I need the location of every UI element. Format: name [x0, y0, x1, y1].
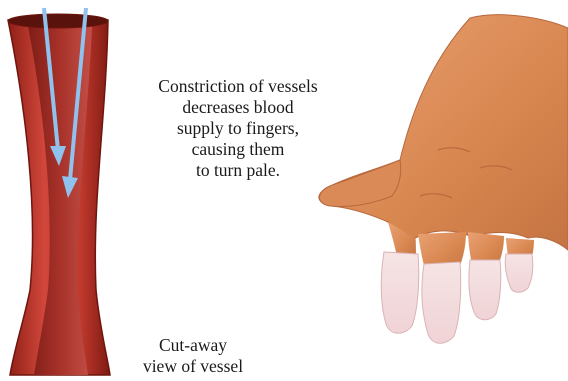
pale-fingertip-little — [505, 254, 533, 292]
vessel-label-line: Cut-away — [118, 335, 268, 356]
caption-line: causing them — [118, 139, 358, 160]
caption-line: to turn pale. — [118, 160, 358, 181]
pale-fingertip-ring — [469, 260, 501, 320]
constriction-caption: Constriction of vessels decreases blood … — [118, 76, 358, 181]
vessel-illustration — [8, 14, 110, 375]
vessel-label: Cut-away view of vessel — [118, 335, 268, 377]
caption-line: Constriction of vessels — [118, 76, 358, 97]
caption-line: decreases blood — [118, 97, 358, 118]
vessel-top-opening — [8, 14, 108, 28]
pale-fingertip-middle — [422, 262, 461, 343]
vessel-label-line: view of vessel — [118, 356, 268, 377]
pale-fingertip-index — [381, 252, 419, 333]
caption-line: supply to fingers, — [118, 118, 358, 139]
